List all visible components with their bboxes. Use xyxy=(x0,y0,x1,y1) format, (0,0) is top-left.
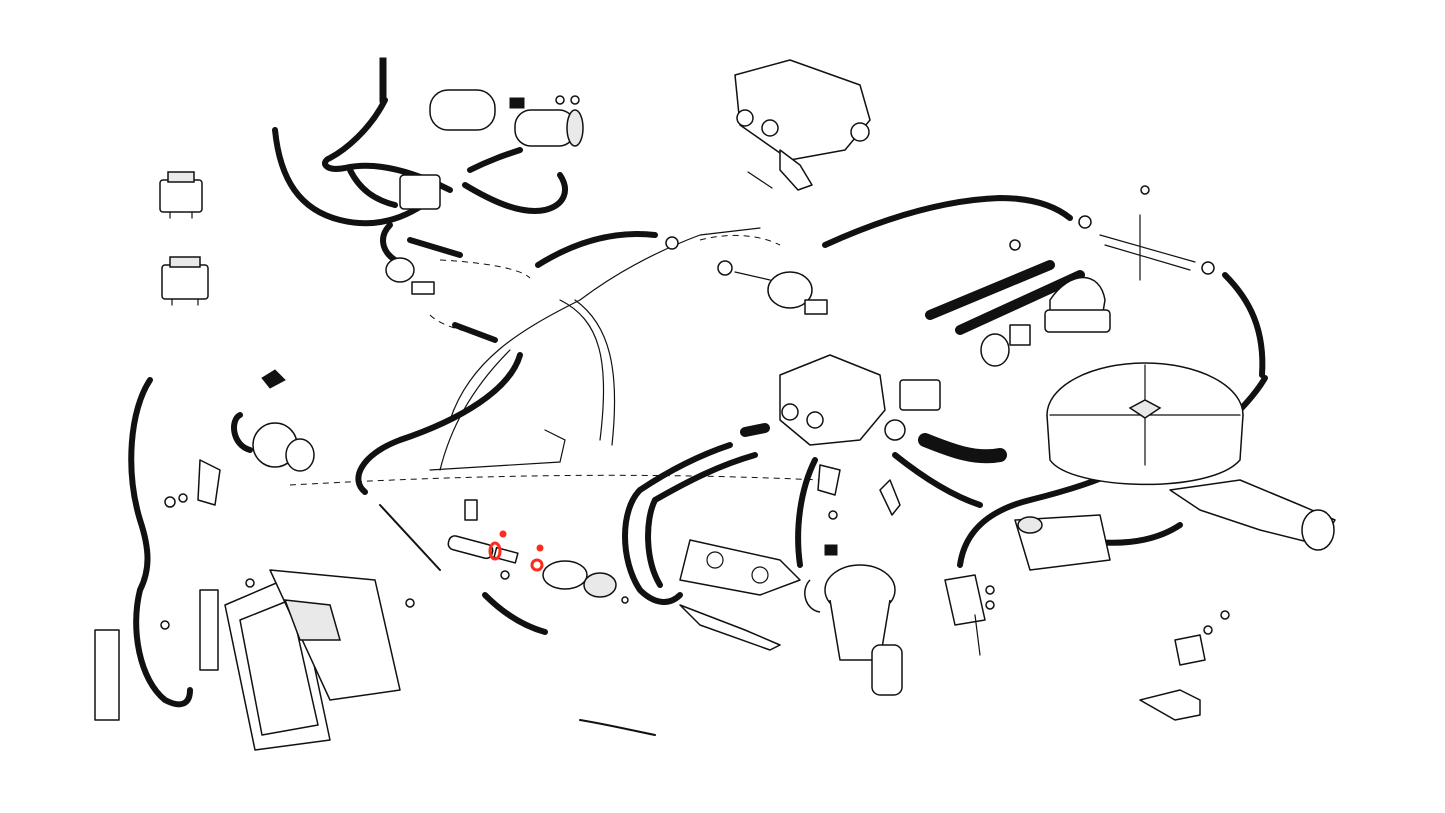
rod-lower xyxy=(379,504,441,571)
air-intake-hose xyxy=(918,433,1007,464)
hose-short-diagonal xyxy=(452,322,498,343)
ecu-icon xyxy=(94,569,401,751)
harness-left-lower xyxy=(133,587,193,708)
distributor-icon xyxy=(804,544,903,696)
injector-assembly xyxy=(447,499,617,598)
sleeve xyxy=(740,423,770,437)
hose-coil-feed xyxy=(467,147,523,173)
hose-long-left xyxy=(355,352,523,495)
hose-mid-short xyxy=(407,237,463,258)
hose-short-loop xyxy=(347,167,398,208)
hose-top-right xyxy=(822,195,1073,248)
hose-manifold-top-a xyxy=(637,442,733,493)
hose-sensor-loop xyxy=(231,412,253,453)
seal-ring-1 xyxy=(488,541,502,561)
hose-valve-drop xyxy=(380,222,398,263)
throttle-body-icon xyxy=(734,59,871,191)
hoses xyxy=(128,97,1268,736)
fasteners xyxy=(160,95,1150,630)
body-panel-outline xyxy=(289,227,821,486)
hose-throttle-right xyxy=(892,452,983,508)
pipe-upper-b xyxy=(955,270,1085,335)
callout-dot-2 xyxy=(536,544,544,552)
seal-ring-2 xyxy=(530,558,544,572)
valve-icon xyxy=(197,369,315,506)
bracket-icon xyxy=(944,574,995,656)
hose-far-right xyxy=(1222,272,1266,378)
valve-icon xyxy=(717,260,828,315)
pipe-upper-a xyxy=(925,260,1055,320)
bracket-icon xyxy=(817,464,901,516)
callout-dot-1 xyxy=(499,530,507,538)
harness-left xyxy=(128,377,153,593)
hose-lower-center xyxy=(482,592,548,635)
cable-bottom xyxy=(579,719,656,736)
manifold-icon xyxy=(1044,214,1215,333)
hose-manifold-a xyxy=(622,487,683,605)
bracket-icon xyxy=(1139,610,1230,721)
air-filter-icon xyxy=(1014,362,1336,571)
throttle-body-icon xyxy=(779,324,1031,446)
highlighted-seal-rings xyxy=(488,530,544,572)
hose-manifold-b xyxy=(645,497,663,588)
hose-manifold-top-b xyxy=(652,452,758,503)
hose-center-upper xyxy=(535,231,658,268)
hose-upper-loop xyxy=(322,97,453,193)
hose-left-upper xyxy=(272,127,433,227)
valve-icon xyxy=(385,257,435,295)
gasket-plate xyxy=(679,539,801,651)
relay-icon xyxy=(159,171,203,219)
coil-icon xyxy=(379,57,584,210)
relay-icon xyxy=(161,256,209,306)
hose-coil-return xyxy=(462,172,568,214)
hose-distributor-feed xyxy=(795,457,818,568)
